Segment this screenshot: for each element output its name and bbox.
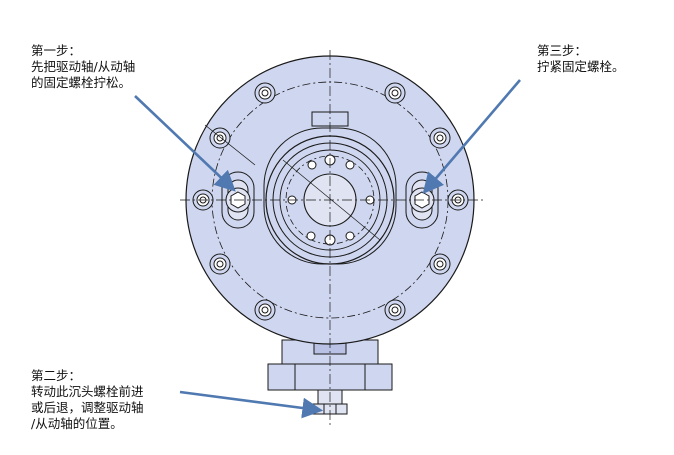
step1-title: 第一步： [31, 43, 82, 58]
center-lines [180, 50, 485, 425]
step1-line-1: 先把驱动轴/从动轴 [31, 59, 136, 74]
step2-line-3: /从动轴的位置。 [31, 416, 123, 431]
step2-title: 第二步： [31, 368, 82, 383]
step1-line-2: 的固定螺栓拧松。 [31, 75, 132, 90]
step3-line-1: 拧紧固定螺栓。 [537, 59, 625, 74]
step1-note: 第一步： 先把驱动轴/从动轴 的固定螺栓拧松。 [31, 43, 135, 91]
step2-note: 第二步： 转动此沉头螺栓前进 或后退，调整驱动轴 /从动轴的位置。 [31, 368, 144, 432]
step2-line-2: 或后退，调整驱动轴 [31, 400, 144, 415]
step3-note: 第三步： 拧紧固定螺栓。 [537, 43, 625, 75]
step2-line-1: 转动此沉头螺栓前进 [31, 384, 144, 399]
step3-title: 第三步： [537, 43, 588, 58]
step1-arrow-icon [134, 95, 236, 192]
step2-arrow-icon [179, 390, 324, 419]
outer-bolt-holes [192, 82, 469, 321]
step3-arrow-icon [422, 79, 521, 194]
